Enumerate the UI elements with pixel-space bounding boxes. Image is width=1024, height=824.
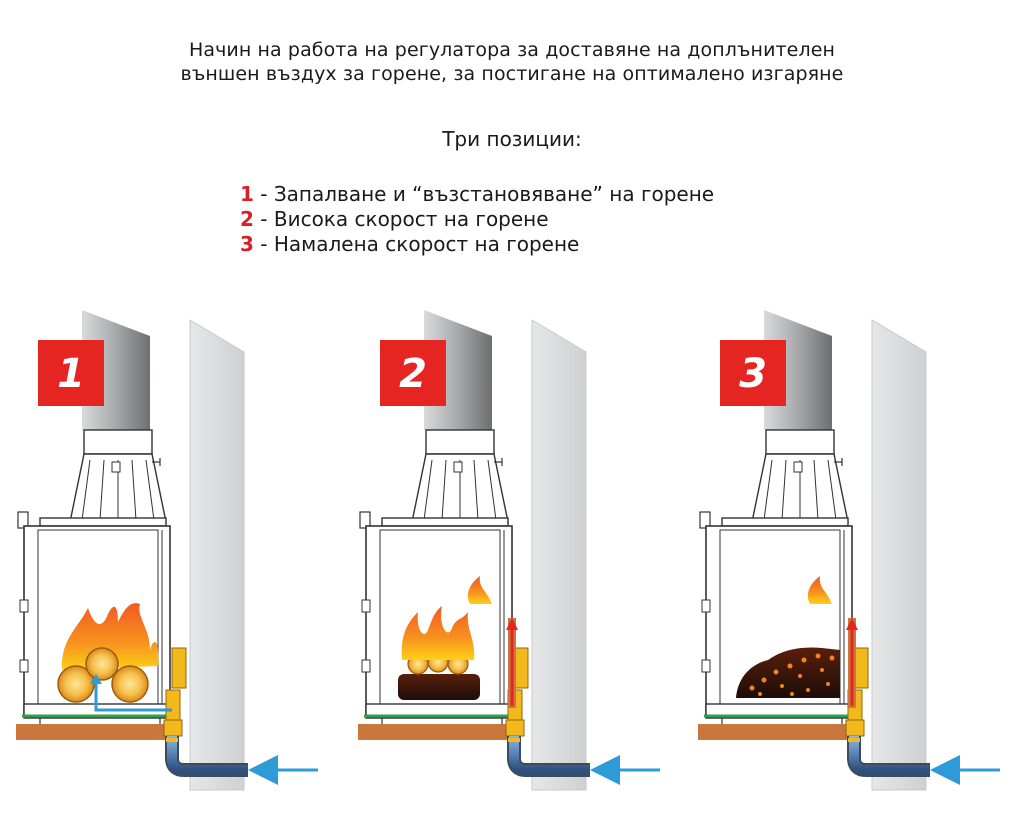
legend-text: - Висока скорост на горене [253, 207, 549, 231]
flame-icon [401, 606, 475, 660]
log-icon [85, 647, 119, 681]
badge-number: 3 [739, 351, 767, 397]
arrow-up-icon [506, 618, 518, 630]
legend-item-2: 2 - Висока скорост на горене [240, 207, 714, 232]
air-flow-path [94, 682, 172, 712]
badge-number: 1 [57, 351, 85, 397]
legend-item-3: 3 - Намалена скорост на горене [240, 232, 714, 257]
flame-icon [61, 603, 159, 670]
title-line-2: външен въздух за горене, за постигане на… [180, 63, 844, 85]
legend-text: - Намалена скорост на горене [253, 232, 580, 256]
arrow-up-icon [90, 674, 102, 684]
badge-number: 2 [399, 351, 427, 397]
legend-text: - Запалване и “възстановяване” на горене [253, 182, 715, 206]
flame-icon [467, 576, 492, 604]
panel-1: 1 [16, 310, 318, 790]
arrow-up-icon [846, 618, 858, 630]
panel-2: 2 [358, 310, 660, 790]
legend-number: 3 [240, 232, 254, 256]
ember-dots [749, 653, 835, 696]
title-line-1: Начин на работа на регулатора за доставя… [188, 39, 836, 61]
coal-bed [398, 674, 480, 700]
legend-item-1: 1 - Запалване и “възстановяване” на горе… [240, 182, 714, 207]
coal-bed [736, 647, 840, 698]
panel-3: 3 [698, 310, 1000, 790]
positions-legend: 1 - Запалване и “възстановяване” на горе… [240, 182, 714, 257]
badge-1 [38, 340, 104, 406]
legend-number: 2 [240, 207, 254, 231]
badge-2 [380, 340, 446, 406]
legend-number: 1 [240, 182, 254, 206]
flame-icon [807, 576, 832, 604]
log-icon [111, 665, 149, 703]
badge-3 [720, 340, 786, 406]
subtitle: Три позиции: [442, 127, 582, 151]
